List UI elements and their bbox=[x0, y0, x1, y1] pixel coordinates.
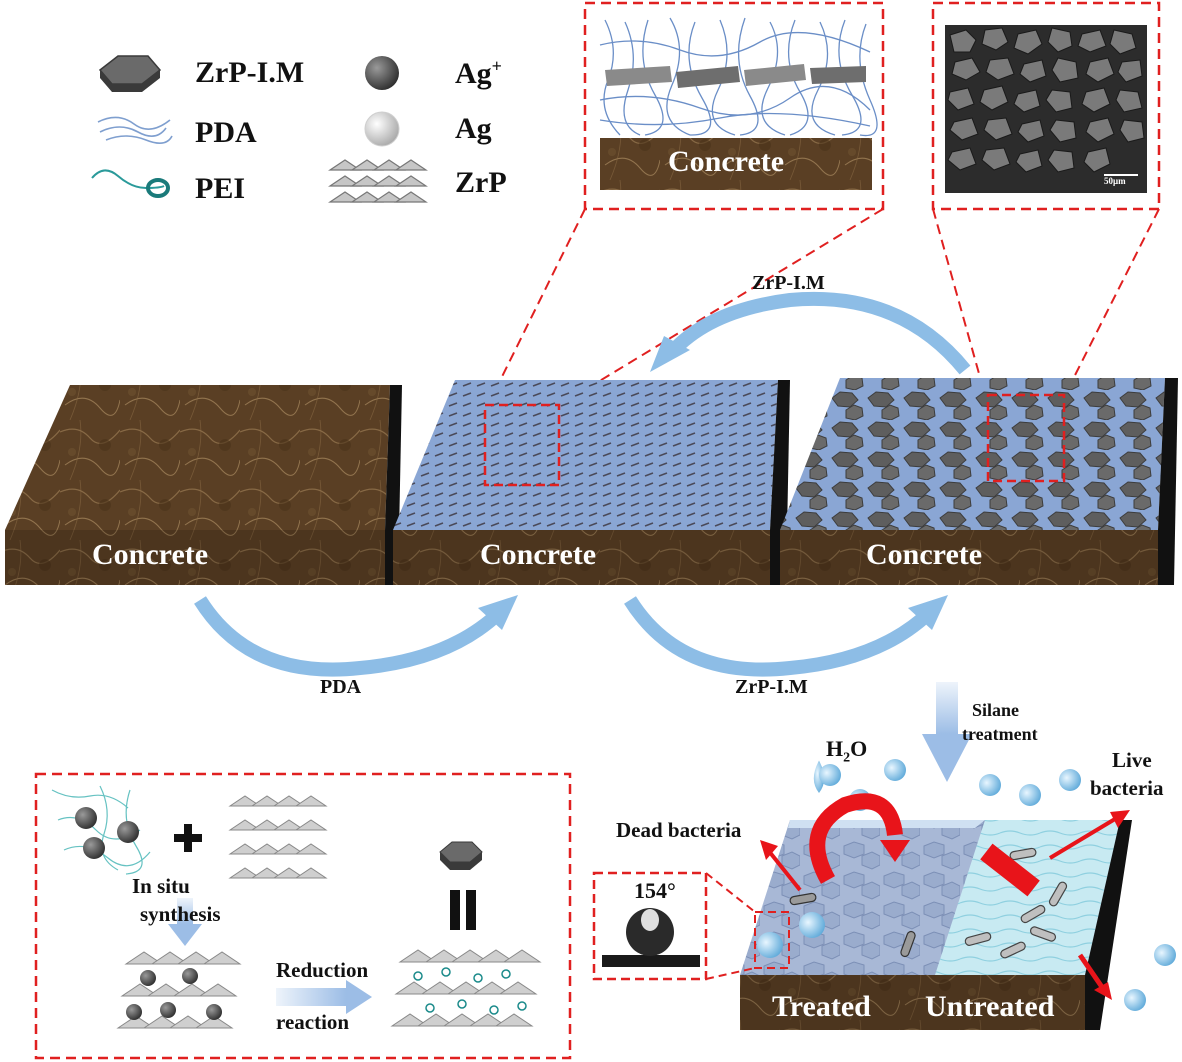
h2o-label: H2O bbox=[826, 736, 867, 766]
plus-icon bbox=[174, 824, 202, 852]
bacteria-treated bbox=[789, 892, 916, 958]
sem-scale-label: 50μm bbox=[1104, 176, 1126, 186]
zoom-box-pda bbox=[483, 403, 561, 487]
in-situ-label-line1: In situ bbox=[132, 874, 190, 898]
inset-concrete-label: Concrete bbox=[668, 145, 785, 178]
untreated-label: Untreated bbox=[925, 990, 1055, 1023]
treated-label: Treated bbox=[772, 990, 871, 1023]
contact-angle-drop bbox=[602, 908, 700, 967]
reduction-label-line2: reaction bbox=[276, 1010, 350, 1034]
block-3-label: Concrete bbox=[866, 538, 983, 571]
arrow-top-zrp bbox=[650, 291, 971, 375]
concrete-block-2 bbox=[393, 380, 790, 585]
h2o-o: O bbox=[850, 736, 868, 761]
inset-pda-frame bbox=[583, 1, 885, 211]
block-2-label: Concrete bbox=[480, 538, 597, 571]
zrp-layers bbox=[228, 795, 328, 879]
zrp-im-product-icon bbox=[439, 841, 483, 870]
contact-angle-label: 154° bbox=[634, 878, 676, 903]
concrete-block-3 bbox=[780, 378, 1178, 585]
legend-ag-label: Ag bbox=[455, 112, 492, 145]
inset-concrete-slab bbox=[600, 138, 872, 190]
arrow-in-situ bbox=[168, 898, 202, 946]
legend-pei-icon bbox=[91, 169, 170, 198]
zoom-box-zrp bbox=[986, 393, 1066, 483]
arrow-top-label: ZrP-I.M bbox=[752, 272, 825, 294]
red-arrows bbox=[760, 793, 1130, 1000]
legend-ag-icon bbox=[364, 111, 400, 147]
concrete-block-1 bbox=[5, 385, 402, 585]
silane-label-line1: Silane bbox=[972, 700, 1020, 720]
sem-frame bbox=[931, 1, 1161, 211]
contact-angle-frame bbox=[592, 871, 708, 981]
legend-zrp-im-icon bbox=[98, 55, 162, 92]
pei-ag-complex bbox=[51, 785, 151, 875]
reduced-zrp bbox=[390, 949, 542, 1027]
contact-angle-zoom-lines bbox=[705, 872, 790, 980]
bacteria-untreated bbox=[964, 847, 1068, 959]
arrow-pda-label: PDA bbox=[320, 676, 362, 698]
legend-pei-label: PEI bbox=[195, 172, 246, 205]
legend-pda-label: PDA bbox=[195, 116, 257, 149]
live-bacteria-line1: Live bbox=[1112, 748, 1152, 772]
arrow-zrp-im-label: ZrP-I.M bbox=[735, 676, 808, 698]
h2o-sub: 2 bbox=[843, 750, 851, 766]
equals-icon bbox=[450, 890, 476, 930]
arrow-reduction bbox=[276, 980, 372, 1014]
arrow-silane bbox=[922, 682, 972, 782]
intercalated-zrp bbox=[116, 951, 242, 1029]
block-1-label: Concrete bbox=[92, 538, 209, 571]
h2o-h: H bbox=[826, 736, 844, 761]
inset-zrp-chain bbox=[605, 64, 866, 88]
legend-ag-ion-charge: + bbox=[491, 56, 502, 76]
legend-ag-ion-label: Ag+ bbox=[455, 56, 502, 91]
sem-image bbox=[945, 25, 1147, 193]
silane-label-line2: treatment bbox=[962, 724, 1038, 744]
synthesis-frame bbox=[34, 772, 572, 1060]
legend-ag-ion-text: Ag bbox=[455, 57, 492, 90]
in-situ-label-line2: synthesis bbox=[140, 902, 221, 926]
zoom-lines bbox=[487, 208, 1160, 406]
legend-zrp-label: ZrP bbox=[455, 166, 507, 199]
arrow-pda bbox=[194, 595, 518, 677]
live-bacteria-line2: bacteria bbox=[1090, 776, 1164, 800]
legend-zrp-im-label: ZrP-I.M bbox=[195, 56, 305, 89]
arrow-zrp-im bbox=[624, 595, 948, 677]
legend-pda-icon bbox=[97, 116, 173, 144]
legend-zrp-icon bbox=[328, 159, 428, 203]
legend-ag-ion-icon bbox=[365, 56, 399, 90]
reduction-label-line1: Reduction bbox=[276, 958, 369, 982]
dead-bacteria-label: Dead bacteria bbox=[616, 818, 742, 842]
